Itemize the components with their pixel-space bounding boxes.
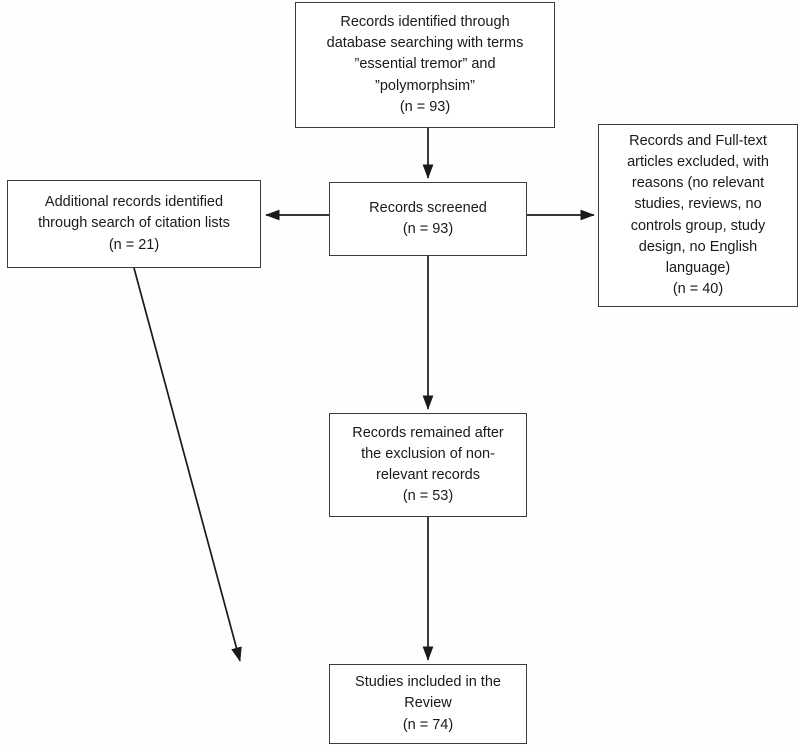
node-records-remained[interactable]: Records remained after the exclusion of … [329, 413, 527, 517]
node-records-screened[interactable]: Records screened (n = 93) [329, 182, 527, 256]
node-records-excluded-label: Records and Full-text articles excluded,… [627, 133, 769, 297]
node-additional-records[interactable]: Additional records identified through se… [7, 180, 261, 268]
node-studies-included[interactable]: Studies included in the Review (n = 74) [329, 664, 527, 744]
node-records-identified-label: Records identified through database sear… [326, 14, 524, 115]
node-records-identified[interactable]: Records identified through database sear… [295, 2, 555, 128]
node-records-excluded[interactable]: Records and Full-text articles excluded,… [598, 124, 798, 307]
node-additional-records-label: Additional records identified through se… [38, 194, 230, 253]
edge-additional-to-included [133, 267, 242, 662]
node-records-remained-label: Records remained after the exclusion of … [352, 424, 504, 505]
node-records-screened-label: Records screened (n = 93) [369, 199, 487, 237]
node-studies-included-label: Studies included in the Review (n = 74) [355, 674, 501, 733]
